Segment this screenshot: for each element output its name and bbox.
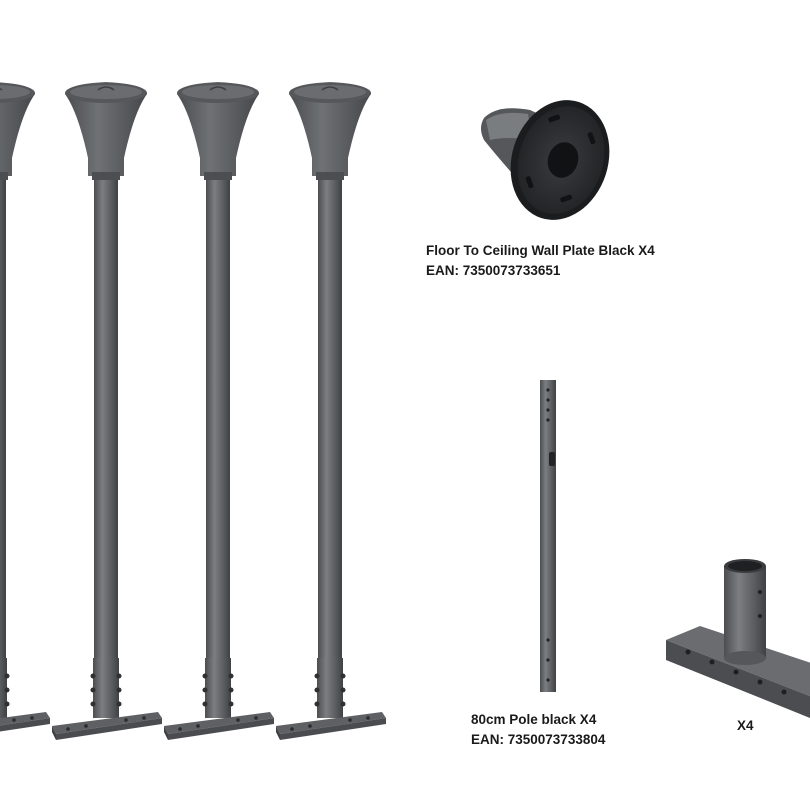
wall-plate-ean: EAN: 7350073733651 bbox=[426, 263, 561, 278]
pole-label: 80cm Pole black X4 EAN: 7350073733804 bbox=[471, 710, 605, 750]
pole-80cm-image bbox=[540, 380, 556, 692]
wall-plate-name: Floor To Ceiling Wall Plate Black X4 bbox=[426, 243, 655, 258]
t-bracket-image bbox=[666, 559, 810, 718]
pole-assembly-1 bbox=[0, 81, 51, 741]
wall-plate-label: Floor To Ceiling Wall Plate Black X4 EAN… bbox=[426, 241, 655, 281]
wall-plate-image bbox=[481, 100, 610, 220]
pole-ean: EAN: 7350073733804 bbox=[471, 732, 606, 747]
pole-assembly-2 bbox=[51, 81, 163, 741]
bracket-quantity-label: X4 bbox=[737, 718, 754, 733]
pole-assembly-4 bbox=[275, 81, 387, 741]
pole-name: 80cm Pole black X4 bbox=[471, 712, 597, 727]
pole-assembly-3 bbox=[163, 81, 275, 741]
